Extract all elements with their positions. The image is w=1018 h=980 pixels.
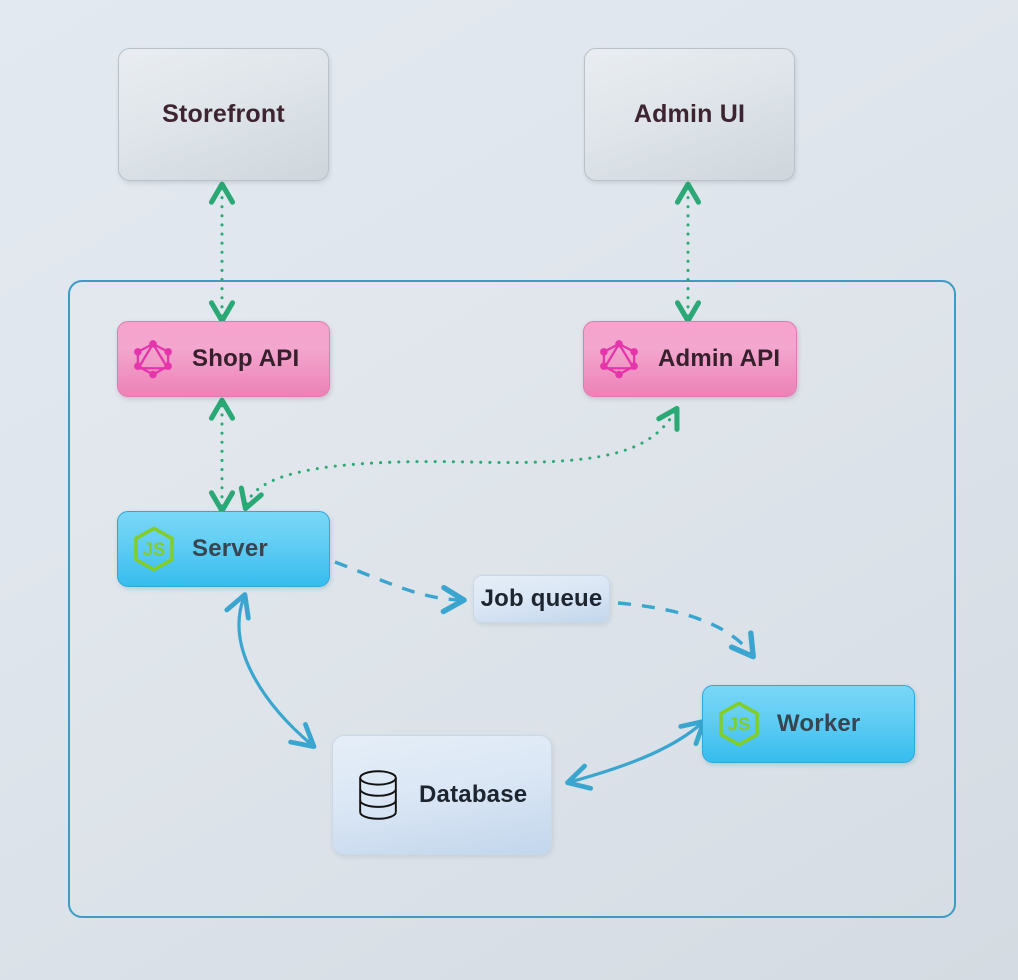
node-shop-api[interactable]: Shop API: [117, 321, 330, 397]
svg-text:JS: JS: [143, 539, 166, 560]
graphql-icon: [600, 340, 638, 379]
node-admin-ui[interactable]: Admin UI: [584, 48, 795, 181]
node-worker-label: Worker: [777, 710, 861, 737]
node-job-queue[interactable]: Job queue: [473, 575, 610, 623]
node-database-label: Database: [419, 781, 528, 808]
nodejs-icon: JS: [134, 526, 174, 572]
node-server[interactable]: JS Server: [117, 511, 330, 587]
node-admin-api[interactable]: Admin API: [583, 321, 797, 397]
nodejs-icon: JS: [719, 701, 759, 747]
node-worker[interactable]: JS Worker: [702, 685, 915, 763]
node-server-label: Server: [192, 535, 268, 562]
database-cylinder-icon: [359, 770, 397, 820]
graphql-icon: [134, 340, 172, 379]
node-storefront[interactable]: Storefront: [118, 48, 329, 181]
svg-text:JS: JS: [728, 714, 751, 735]
node-storefront-label: Storefront: [162, 100, 285, 128]
node-database[interactable]: Database: [332, 735, 552, 855]
node-shop-api-label: Shop API: [192, 345, 300, 372]
node-admin-api-label: Admin API: [658, 345, 781, 372]
node-admin-ui-label: Admin UI: [633, 100, 746, 128]
node-job-queue-label: Job queue: [480, 585, 603, 612]
